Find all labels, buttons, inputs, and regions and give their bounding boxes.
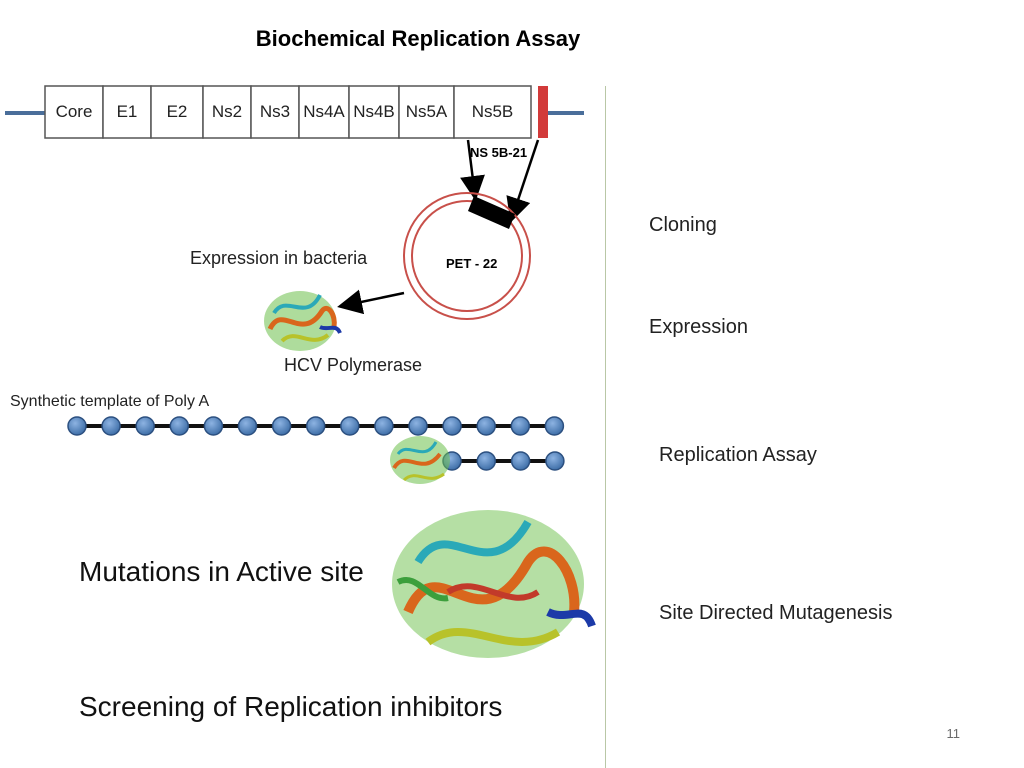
nucleotide-bead	[442, 416, 462, 436]
clone-label: NS 5B-21	[470, 145, 527, 160]
nucleotide-bead	[476, 416, 496, 436]
step-expression: Expression	[649, 316, 748, 338]
genome-segment-e2: E2	[150, 85, 204, 139]
nucleotide-bead	[374, 416, 394, 436]
nucleotide-bead	[510, 451, 531, 471]
expression-in-bacteria-label: Expression in bacteria	[190, 248, 368, 268]
nucleotide-bead	[545, 451, 565, 471]
nucleotide-bead	[67, 416, 87, 436]
vertical-divider	[605, 86, 606, 768]
genome-segment-label: Ns4A	[303, 102, 345, 121]
genome-segment-ns5b: Ns5B	[453, 85, 532, 139]
active-site-protein-icon	[392, 510, 596, 658]
genome-segment-label: Core	[56, 102, 93, 121]
step-cloning: Cloning	[649, 214, 717, 236]
hcv-polymerase-protein-icon	[264, 291, 342, 351]
nucleotide-bead	[101, 416, 121, 436]
template-beads	[67, 416, 565, 436]
genome-segment-label: E2	[167, 102, 188, 121]
genome-segment-label: Ns4B	[353, 102, 395, 121]
genome-map: Core E1 E2 Ns2 Ns3 Ns4A Ns4B Ns5A Ns5B	[44, 85, 532, 139]
nucleotide-bead	[305, 416, 326, 436]
genome-segment-e1: E1	[102, 85, 152, 139]
expression-arrow	[337, 289, 405, 315]
plasmid-label: PET - 22	[446, 256, 497, 271]
synthetic-template-label: Synthetic template of Poly A	[10, 393, 210, 410]
genome-segment-ns5a: Ns5A	[398, 85, 455, 139]
nucleotide-bead	[408, 416, 428, 436]
genome-segment-ns2: Ns2	[202, 85, 252, 139]
nucleotide-bead	[271, 416, 292, 436]
genome-segment-label: E1	[117, 102, 138, 121]
genome-segment-ns4b: Ns4B	[348, 85, 400, 139]
nucleotide-bead	[169, 416, 190, 436]
nucleotide-bead	[237, 416, 258, 436]
nucleotide-bead	[135, 416, 155, 436]
red-terminal-marker	[538, 86, 548, 138]
genome-segment-label: Ns5B	[472, 102, 514, 121]
mutations-caption: Mutations in Active site	[79, 556, 364, 587]
insert-arrow-right	[506, 139, 540, 223]
genome-segment-ns3: Ns3	[250, 85, 300, 139]
nucleotide-bead	[340, 416, 360, 436]
nucleotide-bead	[544, 416, 565, 436]
genome-segment-label: Ns3	[260, 102, 290, 121]
insert-segment	[468, 196, 515, 229]
polymerase-on-template-icon	[390, 436, 450, 484]
step-site-directed-mutagenesis: Site Directed Mutagenesis	[659, 602, 893, 624]
genome-segment-label: Ns5A	[406, 102, 448, 121]
insert-arrow-left	[460, 139, 485, 201]
genome-segment-ns4a: Ns4A	[298, 85, 350, 139]
nucleotide-bead	[203, 416, 224, 436]
nucleotide-bead	[510, 416, 531, 436]
screening-caption: Screening of Replication inhibitors	[79, 691, 503, 722]
genome-segment-core: Core	[44, 85, 104, 139]
genome-segment-label: Ns2	[212, 102, 242, 121]
plasmid-pet22: PET - 22	[403, 192, 531, 320]
hcv-polymerase-label: HCV Polymerase	[284, 355, 423, 375]
step-replication-assay: Replication Assay	[659, 444, 817, 466]
nucleotide-bead	[476, 451, 497, 471]
slide-number: 11	[946, 726, 961, 741]
slide-title: Biochemical Replication Assay	[255, 26, 581, 51]
